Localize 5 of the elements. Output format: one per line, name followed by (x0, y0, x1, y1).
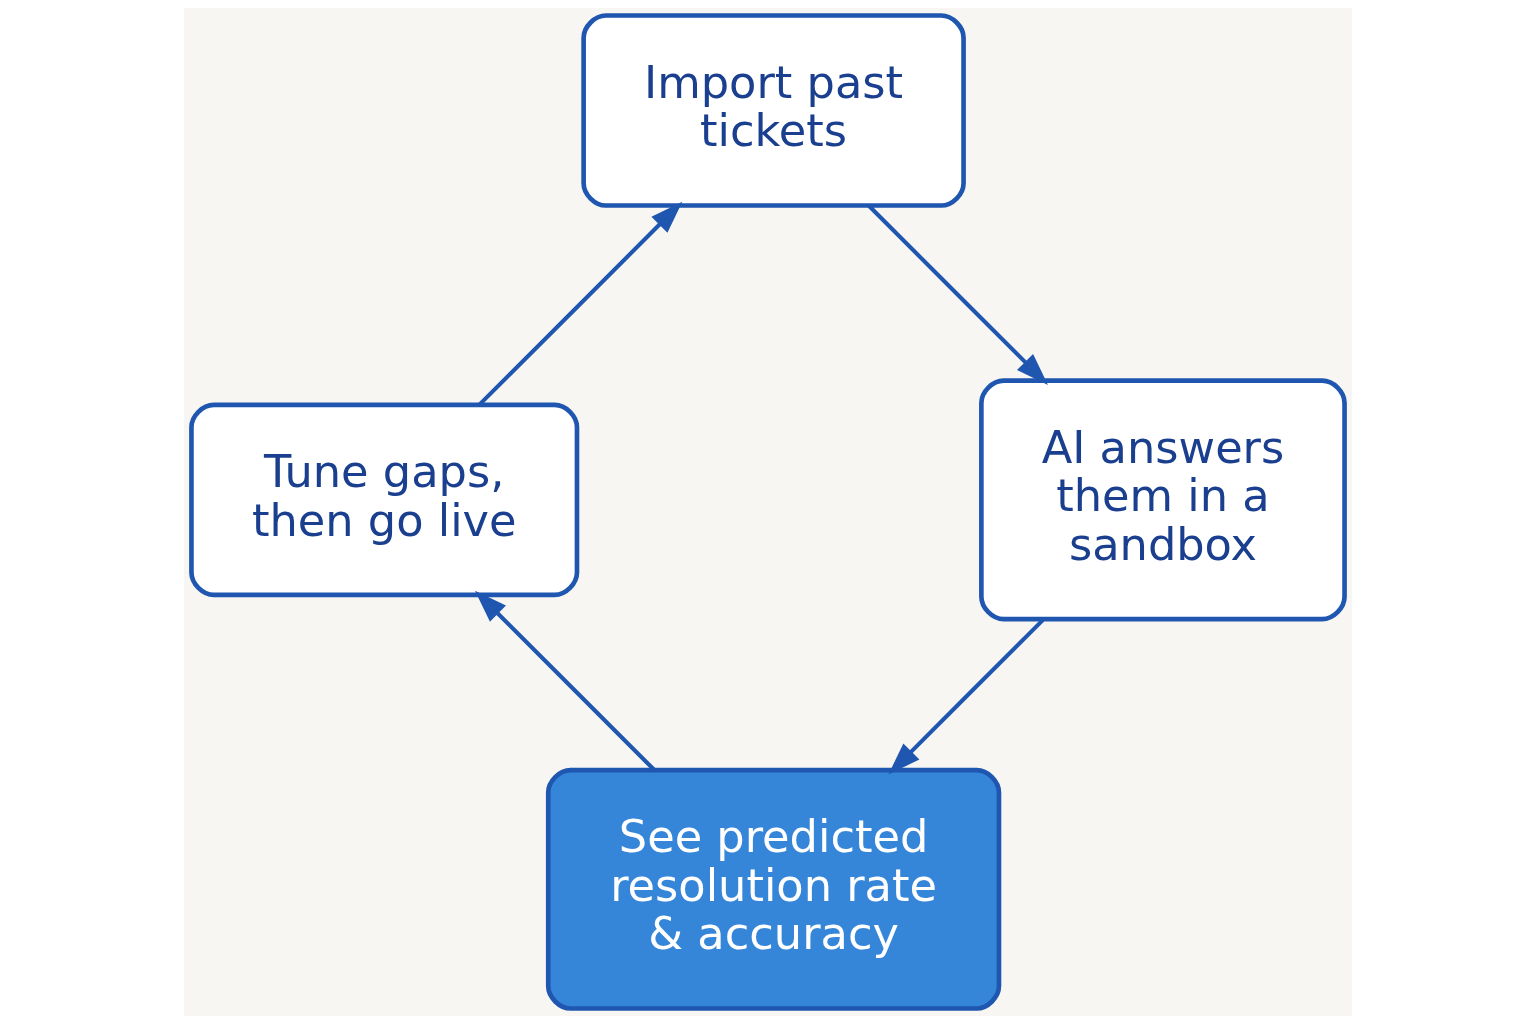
arrow (867, 204, 1048, 385)
node-box: Tune gaps, then go live (189, 402, 580, 598)
node-box: See predicted resolution rate & accuracy (545, 767, 1002, 1011)
node-box: Import past tickets (581, 13, 966, 208)
node-box: AI answers them in a sandbox (979, 378, 1347, 622)
